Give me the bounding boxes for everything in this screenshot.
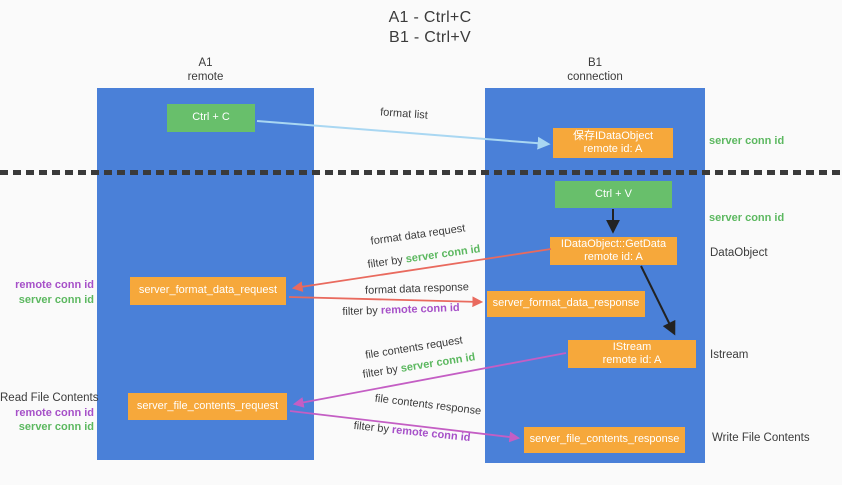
- server-format-data-response-label: server_format_data_response: [492, 297, 640, 310]
- ctrl-v-node: Ctrl + V: [555, 181, 672, 208]
- remote-conn-id-label: remote conn id: [15, 279, 94, 291]
- server-conn-id-text: server conn id: [404, 243, 482, 266]
- server-format-data-request-node: server_format_data_request: [130, 277, 286, 305]
- lifeline-a1-role: remote: [187, 71, 224, 83]
- format-data-request-label: format data request: [369, 222, 467, 248]
- istream-node: IStream remote id: A: [568, 340, 696, 368]
- server-file-contents-response-node: server_file_contents_response: [524, 427, 685, 453]
- left-file-labels: Read File Contents remote conn id server…: [0, 391, 99, 435]
- save-idataobject-line2: remote id: A: [583, 143, 643, 155]
- format-list-label: format list: [379, 106, 429, 122]
- idataobject-getdata-line2: remote id: A: [584, 251, 643, 263]
- filter-by-text: filter by: [366, 253, 407, 271]
- filter-by-text: filter by: [342, 304, 382, 319]
- diagram-title-line2: B1 - Ctrl+V: [389, 29, 471, 46]
- server-file-contents-request-label: server_file_contents_request: [136, 399, 279, 412]
- diagram-title: A1 - Ctrl+C B1 - Ctrl+V: [300, 8, 560, 48]
- server-conn-id-text: server conn id: [399, 351, 477, 375]
- lifeline-b1-role: connection: [567, 71, 623, 83]
- server-file-contents-request-node: server_file_contents_request: [128, 393, 287, 420]
- filter-by-text: filter by: [361, 362, 402, 381]
- write-file-contents-label: Write File Contents: [712, 432, 810, 444]
- server-conn-id-label: server conn id: [18, 293, 94, 306]
- machine-boundary-dotted-line: [0, 170, 842, 175]
- dataobject-label: DataObject: [710, 247, 768, 259]
- lifeline-b1-header: B1 connection: [485, 56, 705, 84]
- file-contents-response-label: file contents response: [374, 392, 482, 418]
- read-file-contents-label: Read File Contents: [0, 392, 99, 404]
- right-server-conn-id-label-top: server conn id: [709, 135, 785, 147]
- remote-conn-id-text: remote conn id: [391, 423, 471, 445]
- istream-line1: IStream: [612, 340, 652, 353]
- server-format-data-response-node: server_format_data_response: [487, 291, 645, 317]
- remote-conn-id-label: remote conn id: [15, 406, 94, 419]
- ctrl-v-label: Ctrl + V: [595, 187, 632, 200]
- diagram-title-line1: A1 - Ctrl+C: [388, 9, 472, 26]
- istream-line2: remote id: A: [602, 354, 662, 366]
- idataobject-getdata-line1: IDataObject::GetData: [560, 237, 667, 250]
- lifeline-a1-header: A1 remote: [97, 56, 314, 84]
- remote-conn-id-text: remote conn id: [380, 301, 460, 317]
- lifeline-b1-name: B1: [587, 57, 603, 69]
- save-idataobject-line1: 保存IDataObject: [572, 129, 654, 142]
- ctrl-c-label: Ctrl + C: [192, 111, 230, 124]
- server-format-data-request-label: server_format_data_request: [138, 284, 278, 297]
- format-data-response-filter-label: filter by remote conn id: [338, 302, 464, 318]
- idataobject-getdata-node: IDataObject::GetData remote id: A: [550, 237, 677, 265]
- server-file-contents-response-label: server_file_contents_response: [529, 433, 680, 446]
- file-contents-response-filter-label: filter by remote conn id: [350, 420, 475, 445]
- save-idataobject-node: 保存IDataObject remote id: A: [553, 128, 673, 158]
- server-conn-id-label: server conn id: [18, 421, 94, 433]
- ctrl-c-node: Ctrl + C: [167, 104, 255, 132]
- format-data-request-filter-label: filter by server conn id: [362, 242, 486, 271]
- istream-label: Istream: [710, 349, 749, 361]
- filter-by-text: filter by: [353, 419, 393, 436]
- left-format-conn-id-labels: remote conn id server conn id: [0, 278, 94, 307]
- right-server-conn-id-label-mid: server conn id: [709, 212, 785, 224]
- lifeline-a1-name: A1: [198, 57, 213, 69]
- format-data-response-label: format data response: [364, 281, 470, 297]
